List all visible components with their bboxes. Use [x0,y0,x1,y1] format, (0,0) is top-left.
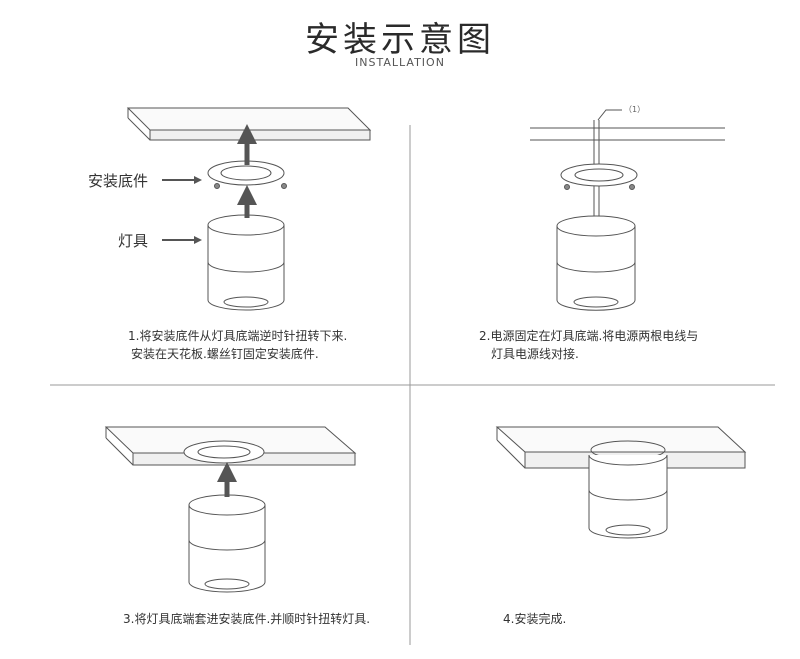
label-mounting-base: 安装底件 [88,172,149,190]
step-4-caption: 4.安装完成. [503,610,566,628]
lamp-body-3 [188,494,266,593]
page-title: 安装示意图 [305,20,495,60]
panel-1-arrows [162,124,257,244]
lamp-body-1 [207,214,285,311]
ceiling-board-1 [126,107,372,131]
step-2-caption: 2.电源固定在灯具底端.将电源两根电线与 灯具电源线对接. [479,327,698,363]
step-1-caption: 1.将安装底件从灯具底端逆时针扭转下来. 安装在天花板.螺丝钉固定安装底件. [128,327,347,363]
step-4-line-1: 4.安装完成. [503,612,567,626]
panel-3-art [104,426,357,593]
panel-4-art [495,426,747,539]
page-subtitle: INSTALLATION [355,56,445,69]
panel-1-art [126,107,372,311]
panel-2-art [530,109,725,311]
mounting-base-2 [560,163,638,187]
lamp-body-2 [556,215,636,311]
note-marker: （1） [624,105,646,114]
mounting-base-3 [183,440,265,464]
step-2-line-1: 2.电源固定在灯具底端.将电源两根电线与 [479,329,699,343]
step-2-line-2: 灯具电源线对接. [491,347,579,361]
ceiling-board-4 [495,426,747,453]
step-3-line-1: 3.将灯具底端套进安装底件.并顺时针扭转灯具. [123,612,371,626]
label-lamp: 灯具 [118,232,149,250]
step-1-line-2: 安装在天花板.螺丝钉固定安装底件. [131,347,319,361]
lamp-body-4 [588,454,668,539]
step-3-caption: 3.将灯具底端套进安装底件.并顺时针扭转灯具. [123,610,370,628]
step-1-line-1: 1.将安装底件从灯具底端逆时针扭转下来. [128,329,348,343]
